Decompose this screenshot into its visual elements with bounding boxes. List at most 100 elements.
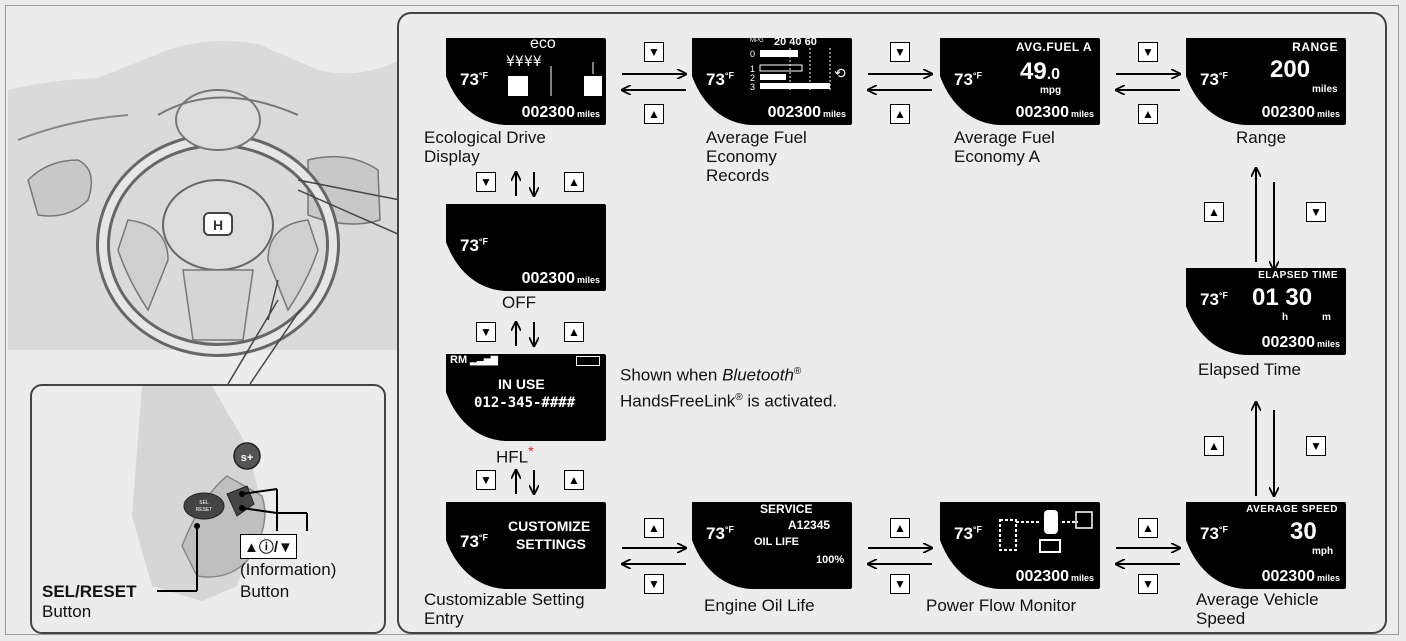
avs-temp: 73°F [1200, 524, 1229, 543]
afea-temp: 73°F [954, 70, 983, 89]
eco-leaves-graphic: ¥¥¥¥ [506, 52, 604, 100]
afea-heading: AVG.FUEL A [1015, 40, 1092, 54]
svg-text:¥¥¥¥: ¥¥¥¥ [506, 54, 542, 70]
svg-text:1: 1 [750, 64, 755, 74]
info-symbol: ▲ⓘ/▼ [240, 534, 297, 559]
up-button: ▲ [890, 104, 910, 124]
info-sub: Button [240, 582, 290, 601]
range-value: 200 [1270, 56, 1311, 83]
down-button: ▼ [1306, 436, 1326, 456]
info-label: (Information) [240, 560, 337, 579]
afer-scale-unit: MPG [750, 38, 764, 44]
svg-text:H: H [213, 217, 223, 233]
down-button: ▼ [644, 574, 664, 594]
avs-unit: mph [1312, 546, 1334, 557]
caption-power-flow: Power Flow Monitor [926, 596, 1077, 615]
svg-text:SEL: SEL [199, 500, 209, 506]
afea-unit: mpg [1040, 85, 1062, 96]
eco-heading: eco [530, 35, 556, 52]
screen-customize: 73°F CUSTOMIZE SETTINGS [446, 502, 606, 589]
eol-temp: 73°F [706, 524, 735, 543]
caption-hfl: HFL* [496, 444, 534, 467]
caption-oil-life: Engine Oil Life [704, 596, 815, 615]
caption-range: Range [1236, 128, 1287, 147]
svg-text:⟲: ⟲ [834, 66, 846, 82]
up-button: ▲ [1138, 104, 1158, 124]
avs-value: 30 [1290, 518, 1317, 545]
eol-code: A12345 [788, 518, 831, 532]
up-button: ▲ [1138, 518, 1158, 538]
caption-elapsed-time: Elapsed Time [1198, 360, 1301, 379]
up-button: ▲ [644, 104, 664, 124]
afer-bars: 0 1 2 3 ⟲ [750, 48, 850, 100]
up-button: ▲ [564, 470, 584, 490]
screen-oil-life: SERVICE A12345 73°F OIL LIFE 100% [692, 502, 852, 589]
up-button: ▲ [564, 322, 584, 342]
down-button: ▼ [476, 470, 496, 490]
et-value: 01 30 [1252, 284, 1313, 311]
off-temp: 73°F [460, 236, 489, 255]
down-button: ▼ [890, 574, 910, 594]
cse-line2: SETTINGS [516, 536, 587, 552]
controls-inset: s+ SEL RESET SEL/RESET Button ▲ⓘ/▼ (Info… [30, 384, 386, 634]
hfl-rm: RM ▂▃▅▇ [450, 354, 498, 366]
afer-scale: 20 40 60 [774, 36, 817, 48]
down-button: ▼ [644, 42, 664, 62]
bluetooth-note: Shown when Bluetooth® HandsFreeLink® is … [620, 365, 838, 411]
down-button: ▼ [1138, 574, 1158, 594]
afea-value: 49.0 [1020, 58, 1061, 85]
svg-text:2: 2 [750, 73, 755, 83]
eol-pct: 100% [816, 554, 845, 566]
down-button: ▼ [1306, 202, 1326, 222]
down-button: ▼ [476, 322, 496, 342]
down-button: ▼ [476, 172, 496, 192]
sel-reset-label: SEL/RESET [42, 582, 137, 601]
down-button: ▼ [890, 42, 910, 62]
up-button: ▲ [1204, 436, 1224, 456]
range-heading: RANGE [1292, 40, 1338, 54]
caption-off: OFF [502, 293, 536, 312]
hfl-line1: IN USE [498, 376, 545, 392]
eco-temp: 73°F [460, 70, 489, 89]
cse-temp: 73°F [460, 532, 489, 551]
power-flow-graphic [996, 506, 1096, 562]
svg-text:0: 0 [750, 49, 755, 59]
up-button: ▲ [890, 518, 910, 538]
up-button: ▲ [1204, 202, 1224, 222]
eol-label: OIL LIFE [754, 536, 800, 548]
et-h-unit: h [1282, 312, 1289, 323]
pfm-temp: 73°F [954, 524, 983, 543]
cse-line1: CUSTOMIZE [508, 518, 591, 534]
range-unit: miles [1312, 84, 1338, 95]
hfl-line2: 012-345-#### [474, 395, 576, 411]
down-button: ▼ [1138, 42, 1158, 62]
range-temp: 73°F [1200, 70, 1229, 89]
dashboard-illustration: H [8, 41, 400, 357]
sel-reset-sub: Button [42, 602, 92, 621]
screen-hfl: RM ▂▃▅▇ IN USE 012-345-#### [446, 354, 606, 441]
up-button: ▲ [564, 172, 584, 192]
svg-text:3: 3 [750, 82, 755, 92]
up-button: ▲ [644, 518, 664, 538]
et-m-unit: m [1322, 312, 1331, 323]
et-temp: 73°F [1200, 290, 1229, 309]
